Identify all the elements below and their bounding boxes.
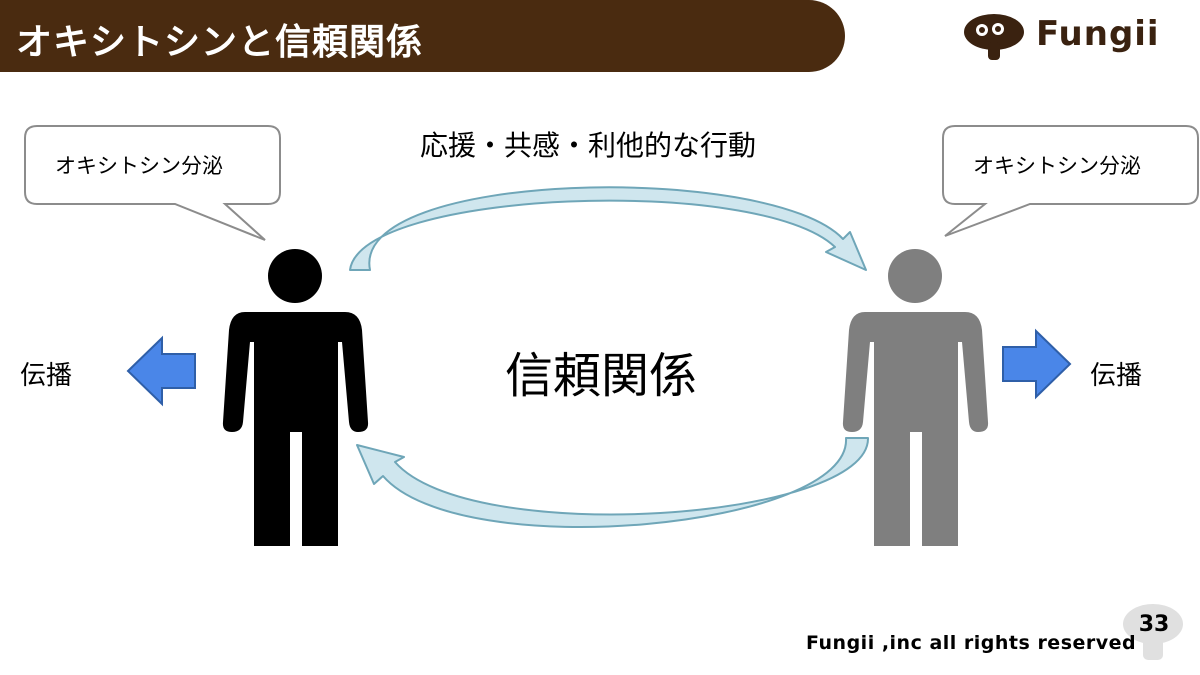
bottom-curved-arrow: [356, 437, 870, 528]
left-bubble-text: オキシトシン分泌: [55, 154, 223, 178]
title-bar: オキシトシンと信頼関係: [0, 0, 845, 72]
right-spread-label: 伝播: [1090, 361, 1143, 391]
arrow-right-icon: [1002, 328, 1072, 400]
brand-name: Fungii: [1036, 14, 1160, 54]
slide-title: オキシトシンと信頼関係: [16, 22, 424, 63]
mushroom-icon: [964, 14, 1024, 60]
page-number: 33: [1138, 612, 1170, 637]
arrow-left-icon: [126, 335, 196, 407]
footer-copyright: Fungii ,inc all rights reserved: [806, 632, 1137, 654]
left-spread-label: 伝播: [20, 361, 73, 391]
top-arrow-label: 応援・共感・利他的な行動: [420, 129, 757, 162]
right-speech-bubble: [942, 125, 1199, 237]
page-mushroom-icon: [1123, 604, 1183, 660]
top-curved-arrow: [349, 186, 867, 271]
center-label: 信頼関係: [505, 348, 698, 404]
right-person-icon: [842, 249, 989, 546]
left-speech-bubble: [24, 125, 281, 241]
left-person-icon: [222, 249, 369, 546]
right-bubble-text: オキシトシン分泌: [973, 154, 1141, 178]
brand-logo: [964, 14, 1024, 60]
